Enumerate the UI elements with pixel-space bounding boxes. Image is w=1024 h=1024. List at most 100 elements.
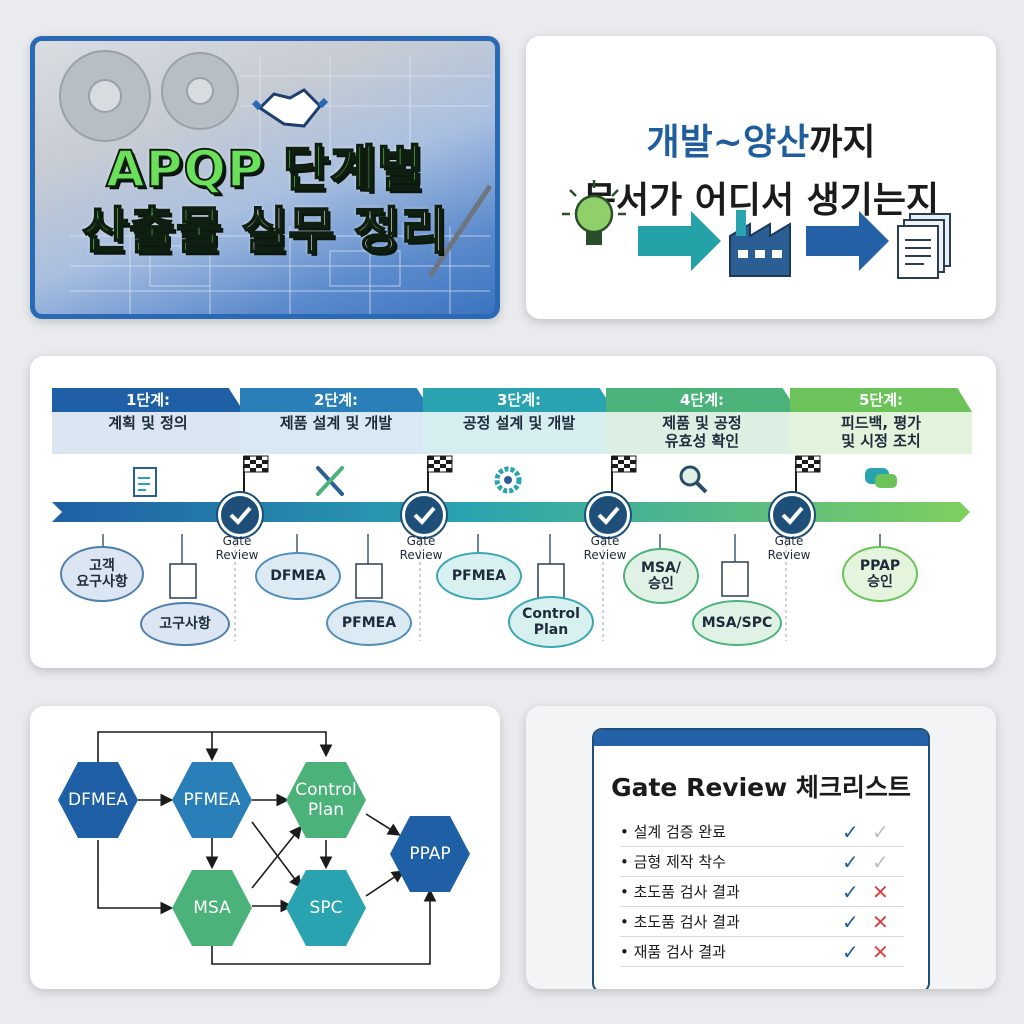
tools-icon — [316, 466, 344, 496]
output-bubble: Control Plan — [508, 596, 594, 648]
stage-1-name: 계획 및 정의 — [52, 412, 244, 454]
check-icon: ✓ — [872, 850, 889, 874]
process-icons — [562, 180, 951, 279]
arrow-icon — [806, 211, 889, 271]
headline-line1: 개발~양산까지 — [526, 113, 996, 165]
apqp-timeline-card: 1단계: 계획 및 정의 2단계: 제품 설계 및 개발 3단계: 공정 설계 … — [30, 356, 996, 668]
output-bubble: PFMEA — [436, 552, 522, 600]
headline-blue-text: 개발~양산 — [646, 122, 810, 163]
headline-dark-text: 까지 — [809, 122, 876, 163]
flow-node-ppap: PPAP — [390, 816, 470, 892]
gate-review-label: Gate Review — [583, 534, 627, 562]
hero-title-line1: APQP 단계별 — [105, 139, 424, 199]
stage-4-name: 제품 및 공정 유효성 확인 — [606, 412, 798, 454]
output-bubble: 고객 요구사항 — [60, 546, 144, 602]
bullet: • — [620, 883, 634, 901]
check-icon: ✓ — [842, 880, 859, 904]
stage-3-step: 3단계: — [423, 388, 615, 412]
blueprint-background — [59, 50, 493, 314]
stage-3: 3단계: 공정 설계 및 개발 — [423, 388, 615, 454]
stage-5: 5단계: 피드백, 평가 및 시정 조치 — [790, 388, 972, 454]
chat-icon — [865, 468, 897, 488]
checklist-panel: Gate Review 체크리스트 • 설계 검증 완료 ✓ ✓ • 금형 제작… — [592, 728, 930, 989]
timeline-graphics — [52, 455, 970, 641]
output-bubble: MSA/SPC — [692, 600, 782, 646]
check-icon: ✓ — [842, 850, 859, 874]
check-icon: ✓ — [842, 940, 859, 964]
gate-review-label: Gate Review — [215, 534, 259, 562]
gate-review-check-icon — [770, 493, 814, 537]
stage-5-step: 5단계: — [790, 388, 972, 412]
bullet: • — [620, 853, 634, 871]
flow-node-control-plan: Control Plan — [286, 762, 366, 838]
doc-icons — [169, 561, 749, 599]
hero-title-line2: 산출물 실무 정리 — [35, 191, 495, 263]
gear-icon — [59, 50, 239, 142]
checklist-row: • 초도품 검사 결과 ✓ ✕ — [620, 878, 904, 907]
checklist-title: Gate Review 체크리스트 — [611, 773, 911, 802]
checklist-row: • 재품 검사 결과 ✓ ✕ — [620, 938, 904, 967]
gear-icon — [494, 466, 522, 494]
checklist-row: • 설계 검증 완료 ✓ ✓ — [620, 818, 904, 847]
timeline-bar — [52, 502, 970, 522]
checklist-header-bar — [594, 730, 928, 746]
stage-dividers — [234, 532, 787, 641]
stage-2-step: 2단계: — [240, 388, 432, 412]
flow-arrows — [97, 731, 437, 965]
output-bubble: PPAP 승인 — [842, 546, 918, 602]
pen-icon — [427, 184, 493, 278]
check-icon: ✓ — [842, 910, 859, 934]
cross-icon: ✕ — [872, 940, 889, 964]
flow-diagram-card: DFMEA PFMEA Control Plan MSA SPC PPAP — [30, 706, 500, 989]
gate-review-label: Gate Review — [399, 534, 443, 562]
arrow-icon — [638, 211, 721, 271]
check-icon: ✓ — [872, 820, 889, 844]
flow-node-msa: MSA — [172, 870, 252, 946]
lightbulb-icon — [562, 180, 626, 245]
stage-1: 1단계: 계획 및 정의 — [52, 388, 244, 454]
headline-line2: 문서가 어디서 생기는지 — [582, 180, 940, 221]
checklist-item-label: 초도품 검사 결과 — [633, 883, 740, 901]
stage-5-name: 피드백, 평가 및 시정 조치 — [790, 412, 972, 454]
flow-node-pfmea: PFMEA — [172, 762, 252, 838]
check-icon: ✓ — [842, 820, 859, 844]
stage-4-step: 4단계: — [606, 388, 798, 412]
checklist-item-label: 설계 검증 완료 — [633, 823, 726, 841]
gate-review-check-icon — [586, 493, 630, 537]
gate-review-check-icon — [218, 493, 262, 537]
cross-icon: ✕ — [872, 910, 889, 934]
checklist-item-label: 재품 검사 결과 — [633, 943, 726, 961]
stage-2: 2단계: 제품 설계 및 개발 — [240, 388, 432, 454]
magnifier-icon — [679, 465, 708, 494]
stage-4: 4단계: 제품 및 공정 유효성 확인 — [606, 388, 798, 454]
checklist-row: • 초도품 검사 결과 ✓ ✕ — [620, 908, 904, 937]
stage-1-step: 1단계: — [52, 388, 244, 412]
handshake-icon — [251, 88, 329, 128]
cross-icon: ✕ — [872, 880, 889, 904]
connector-lines — [102, 534, 881, 566]
flag-icons — [243, 455, 821, 496]
output-bubble: MSA/ 승인 — [623, 548, 699, 604]
flow-node-spc: SPC — [286, 870, 366, 946]
checklist-item-label: 금형 제작 착수 — [633, 853, 726, 871]
checklist-card: Gate Review 체크리스트 • 설계 검증 완료 ✓ ✓ • 금형 제작… — [526, 706, 996, 989]
output-bubble: PFMEA — [326, 600, 412, 646]
bullet: • — [620, 913, 634, 931]
hero-card: APQP 단계별 산출물 실무 정리 — [30, 36, 500, 319]
gate-review-check-icon — [402, 493, 446, 537]
flow-node-dfmea: DFMEA — [58, 762, 138, 838]
output-bubble: DFMEA — [255, 552, 341, 600]
stage-3-name: 공정 설계 및 개발 — [423, 412, 615, 454]
gate-review-label: Gate Review — [767, 534, 811, 562]
clipboard-icon — [133, 467, 157, 497]
documents-icon — [897, 213, 951, 279]
headline-card: 개발~양산까지 문서가 어디서 생기는지 — [526, 36, 996, 319]
bullet: • — [620, 943, 634, 961]
factory-icon — [729, 210, 791, 277]
checklist-row: • 금형 제작 착수 ✓ ✓ — [620, 848, 904, 877]
checklist-item-label: 초도품 검사 결과 — [633, 913, 740, 931]
hero-title-green: 산출물 — [81, 201, 224, 261]
output-bubble: 고구사항 — [140, 602, 230, 646]
bullet: • — [620, 823, 634, 841]
stage-2-name: 제품 설계 및 개발 — [240, 412, 432, 454]
